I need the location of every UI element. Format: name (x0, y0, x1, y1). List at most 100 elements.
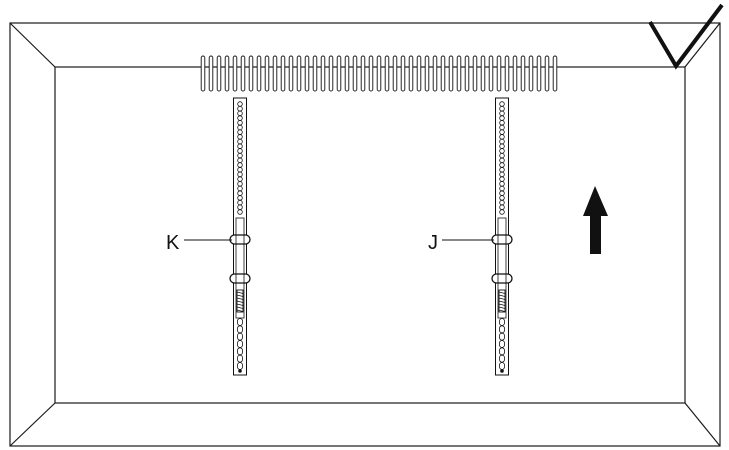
vent-slot (544, 55, 550, 92)
bracket-hole (237, 199, 243, 206)
vent-slot (200, 55, 206, 92)
bracket-slot (499, 354, 505, 363)
bracket-hole (499, 209, 505, 215)
vent-slot (224, 55, 230, 92)
vent-slot (552, 55, 558, 92)
mount-bracket-left (229, 97, 251, 376)
vent-slot (376, 55, 382, 92)
vent-slot (472, 55, 478, 92)
vent-slot (352, 55, 358, 92)
callout-k-label: K (166, 232, 180, 254)
bracket-slot (499, 347, 505, 356)
vent-slot (520, 55, 526, 92)
bracket-hole (499, 115, 505, 121)
callout-j: J (428, 232, 494, 254)
bracket-slot (237, 332, 243, 341)
bracket-slot (499, 340, 505, 348)
vent-slot (232, 55, 238, 92)
bolt-thread (236, 291, 244, 294)
bracket-hole (499, 190, 505, 196)
bracket-hole (499, 181, 505, 187)
bracket-clamp-lower (491, 273, 513, 284)
vent-slot (320, 55, 326, 92)
bracket-hole (499, 167, 505, 173)
vent-slot (296, 55, 302, 92)
vent-slot (264, 55, 270, 92)
bevel-top-right (684, 22, 721, 68)
bracket-hole (237, 148, 243, 154)
bracket-hole (499, 138, 505, 145)
bracket-slot (499, 362, 505, 370)
vent-slot (240, 55, 246, 92)
bracket-hole (499, 162, 505, 168)
vent-slot (312, 55, 318, 92)
bracket-slide-plate (497, 217, 507, 319)
bracket-hole (499, 199, 505, 206)
bracket-hole (237, 124, 243, 131)
bolt-thread (498, 291, 506, 294)
vent-grille (200, 55, 558, 92)
bracket-hole (237, 167, 243, 173)
bracket-hole (237, 157, 243, 164)
vent-slot (256, 55, 262, 92)
vent-slot (504, 55, 510, 92)
vent-slot (360, 55, 366, 92)
bevel-bottom-left (9, 402, 56, 447)
vent-slot (400, 55, 406, 92)
bracket-hole (499, 120, 505, 126)
bracket-hole (237, 209, 243, 215)
bracket-hole (499, 134, 505, 140)
bracket-slot (237, 318, 243, 326)
bracket-clamp-lower (229, 273, 251, 284)
bolt-thread (498, 303, 506, 306)
bevel-bottom-right (684, 402, 721, 447)
vent-slot (416, 55, 422, 92)
vent-slot (336, 55, 342, 92)
bracket-hole (499, 105, 505, 112)
bracket-hole (499, 195, 505, 201)
vent-slot (480, 55, 486, 92)
bracket-hole (237, 120, 243, 126)
mount-bracket-right (491, 97, 513, 376)
bracket-hole (237, 171, 243, 178)
vent-slot (216, 55, 222, 92)
bracket-hole (499, 110, 505, 117)
vent-slot (280, 55, 286, 92)
bracket-hole (237, 181, 243, 187)
bracket-slot (237, 340, 243, 348)
bolt-thread (498, 306, 506, 309)
vent-slot (208, 55, 214, 92)
vent-slot (328, 55, 334, 92)
bracket-hole (237, 138, 243, 145)
bracket-hole (499, 143, 505, 149)
bracket-hole (499, 171, 505, 178)
bolt-thread (498, 297, 506, 300)
bracket-slot (237, 347, 243, 356)
vent-slot (496, 55, 502, 92)
up-arrow-icon (583, 186, 608, 254)
bolt-thread (498, 309, 506, 312)
bracket-slide-plate (235, 217, 245, 319)
bracket-hole (499, 124, 505, 131)
bolt-thread (498, 294, 506, 297)
vent-slot (432, 55, 438, 92)
bolt-thread (236, 303, 244, 306)
bracket-hole (499, 204, 505, 210)
vent-slot (536, 55, 542, 92)
bracket-slot (237, 325, 243, 334)
vent-slot (528, 55, 534, 92)
bolt-thread (236, 297, 244, 300)
bracket-hole (499, 101, 505, 107)
vent-slot (392, 55, 398, 92)
bracket-slot (499, 332, 505, 341)
bracket-hole (499, 176, 505, 182)
bracket-slot (499, 318, 505, 326)
callout-k: K (166, 232, 232, 254)
vent-slot (304, 55, 310, 92)
bracket-hole (237, 190, 243, 196)
vent-slot (368, 55, 374, 92)
vent-slot (344, 55, 350, 92)
bracket-end-hole (238, 369, 242, 373)
bracket-hole (499, 185, 505, 192)
